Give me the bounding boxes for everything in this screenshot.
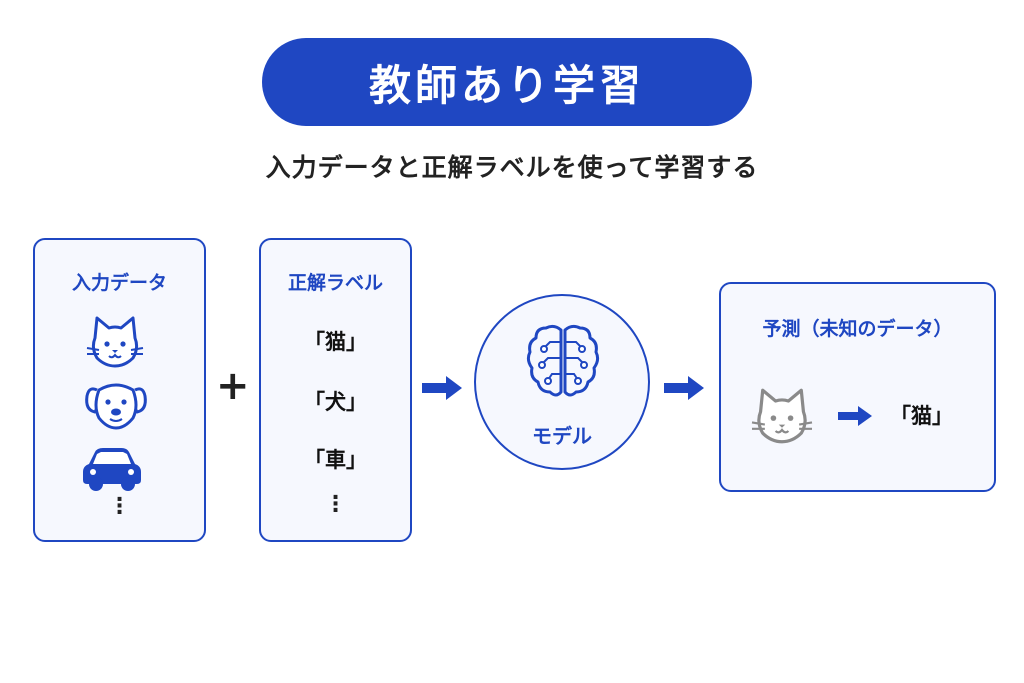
page-title: 教師あり学習 [368,60,645,110]
plus-sign: + [216,363,250,409]
brain-circuit-icon [526,324,600,397]
car-icon [83,448,141,491]
arrow-right-icon [838,406,872,426]
prediction-title: 予測（未知のデータ） [762,318,953,340]
input-data-title: 入力データ [71,272,167,294]
label-item: 「車」 [304,448,367,472]
arrow-right-icon [664,376,704,400]
title-banner: 教師あり学習 [262,38,752,126]
more-items-ellipsis: ⋮ [324,492,347,517]
cat-face-icon [86,316,144,368]
page-subtitle: 入力データと正解ラベルを使って学習する [265,153,759,182]
model-label: モデル [532,424,592,448]
prediction-card: 予測（未知のデータ） [719,282,996,492]
correct-label-title: 正解ラベル [287,272,383,294]
prediction-result: 「猫」 [890,404,953,428]
more-items-ellipsis: ⋮ [108,494,131,519]
label-item: 「犬」 [304,390,367,414]
correct-label-card: 正解ラベル 「猫」 「犬」 「車」 ⋮ [259,238,412,542]
arrow-right-icon [422,376,462,400]
dog-face-icon [85,383,147,430]
label-item: 「猫」 [304,330,367,354]
cat-face-icon [751,388,813,444]
model-node: モデル [474,294,650,470]
input-data-card: 入力データ ⋮ [33,238,206,542]
